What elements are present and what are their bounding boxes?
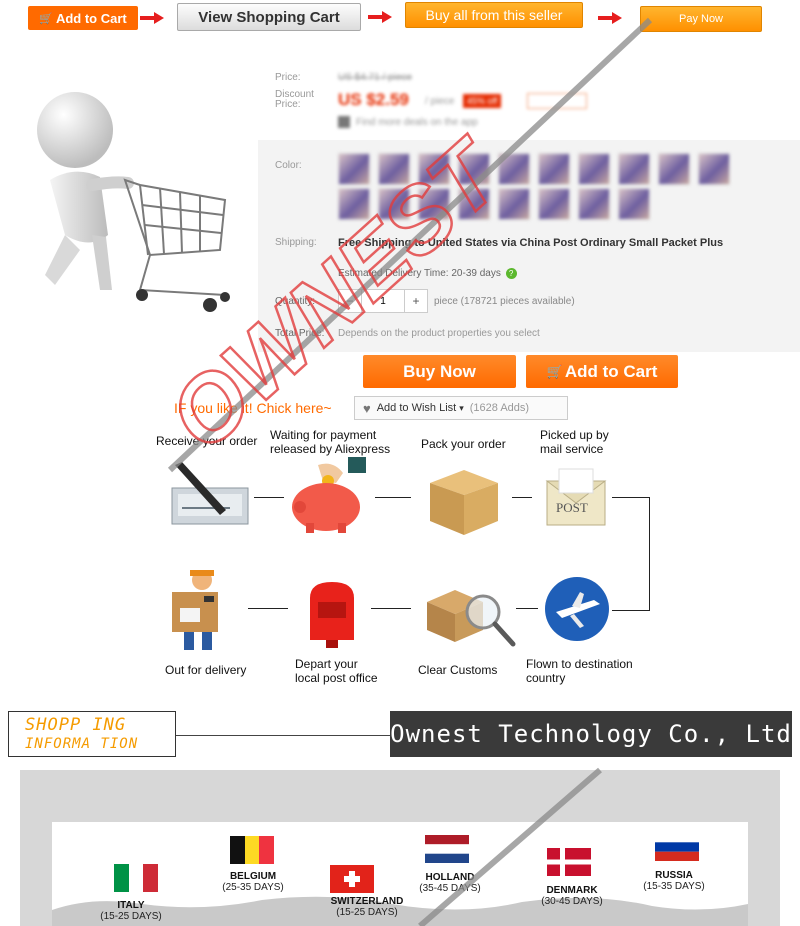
add-to-cart-step-button[interactable]: 🛒 Add to Cart: [28, 6, 138, 30]
divider-line: [176, 735, 390, 736]
post-label: POST: [556, 500, 588, 515]
color-swatch[interactable]: [618, 188, 650, 220]
right-arrow-icon: [598, 12, 622, 24]
total-price-label: Total Price:: [275, 328, 325, 339]
color-swatch[interactable]: [618, 153, 650, 185]
step-depart-label: Depart your local post office: [295, 657, 378, 685]
app-deals-text: Find more deals on the app: [356, 117, 478, 128]
color-swatch[interactable]: [338, 188, 370, 220]
shipping-method-text: Free Shipping to United States via China…: [338, 237, 724, 249]
step-pack-label: Pack your order: [421, 437, 506, 451]
post-envelope-icon: [545, 468, 607, 526]
quantity-stepper: − 1 +: [338, 289, 428, 313]
step-flown-label: Flown to destination country: [526, 657, 633, 685]
color-swatch[interactable]: [578, 153, 610, 185]
pieces-available-text: piece (178721 pieces available): [434, 296, 575, 307]
color-swatch[interactable]: [378, 153, 410, 185]
original-price: US $4.71 / piece: [338, 72, 412, 83]
total-price-text: Depends on the product properties you se…: [338, 328, 540, 339]
shipping-label: Shipping:: [275, 237, 317, 248]
right-arrow-icon: [368, 11, 392, 23]
piggy-bank-icon: [292, 457, 366, 533]
country-label-italy: ITALY(15-25 DAYS): [100, 900, 162, 922]
country-label-belgium: BELGIUM(25-35 DAYS): [222, 871, 284, 893]
country-label-switzerland: SWITZERLAND(15-25 DAYS): [330, 896, 404, 918]
color-swatch[interactable]: [498, 153, 530, 185]
per-piece-text: / piece: [425, 96, 455, 107]
step-out-for-delivery-label: Out for delivery: [165, 663, 247, 677]
holland-flag-icon: [425, 835, 469, 863]
flow-arrow: [516, 608, 538, 609]
right-arrow-icon: [140, 12, 164, 24]
company-banner: Ownest Technology Co., Ltd: [390, 711, 792, 757]
country-label-russia: RUSSIA(15-35 DAYS): [643, 870, 705, 892]
color-swatch[interactable]: [658, 153, 690, 185]
denmark-flag-icon: [547, 848, 591, 876]
flow-arrow: [254, 497, 284, 498]
buy-all-from-seller-step-button[interactable]: Buy all from this seller: [405, 2, 583, 28]
step-clear-customs-label: Clear Customs: [418, 663, 498, 677]
color-swatch[interactable]: [418, 188, 450, 220]
color-swatch[interactable]: [698, 153, 730, 185]
step-picked-up-label: Picked up by mail service: [540, 428, 609, 456]
pay-now-step-button[interactable]: Pay Now: [640, 6, 762, 32]
color-swatch[interactable]: [578, 188, 610, 220]
color-swatch[interactable]: [418, 153, 450, 185]
airplane-globe-icon: [545, 577, 609, 641]
color-swatch[interactable]: [538, 188, 570, 220]
country-label-denmark: DENMARK(30-45 DAYS): [541, 885, 603, 907]
delivery-man-icon: [172, 570, 218, 650]
step-waiting-label: Waiting for payment released by Aliexpre…: [270, 428, 391, 456]
color-swatch[interactable]: [538, 153, 570, 185]
discount-badge: 45% off: [463, 94, 502, 108]
cart-icon: 🛒: [39, 12, 53, 25]
quantity-label: Quantity:: [275, 296, 316, 307]
help-icon[interactable]: ?: [505, 268, 517, 279]
color-swatch[interactable]: [378, 188, 410, 220]
flow-connector: [612, 497, 650, 611]
cart-icon: 🛒: [546, 363, 563, 379]
qr-code-icon: [338, 116, 350, 128]
flow-arrow: [248, 608, 288, 609]
flow-arrow: [375, 497, 411, 498]
view-shopping-cart-step-button[interactable]: View Shopping Cart: [177, 3, 361, 31]
color-swatch[interactable]: [498, 188, 530, 220]
customs-magnifier-icon: [427, 590, 516, 647]
color-swatch[interactable]: [458, 188, 490, 220]
switzerland-flag-icon: [330, 865, 374, 893]
cart-person-illustration: [37, 92, 230, 312]
russia-flag-icon: [655, 833, 699, 861]
buy-now-button[interactable]: Buy Now: [363, 355, 516, 388]
flow-arrow: [512, 497, 532, 498]
italy-flag-icon: [114, 864, 158, 892]
color-label: Color:: [275, 160, 302, 171]
post-office-mailbox-icon: [310, 582, 354, 648]
add-to-wishlist-button[interactable]: ♥ Add to Wish List ▾ (1628 Adds): [354, 396, 568, 420]
coupon-tag: [527, 93, 587, 109]
discount-price: US $2.59: [338, 90, 409, 109]
color-swatch[interactable]: [458, 153, 490, 185]
shopping-information-box: SHOPP ING INFORMA TION: [8, 711, 176, 757]
color-swatch[interactable]: [338, 153, 370, 185]
add-to-cart-button[interactable]: 🛒 Add to Cart: [526, 355, 678, 388]
price-label: Price:: [275, 72, 301, 83]
flow-arrow: [371, 608, 411, 609]
quantity-increase-button[interactable]: +: [404, 290, 427, 312]
step-receive-label: Receive your order: [156, 434, 258, 448]
chevron-down-icon: ▾: [459, 402, 464, 413]
delivery-time-text: Estimated Delivery Time: 20-39 days ?: [338, 268, 517, 279]
belgium-flag-icon: [230, 836, 274, 864]
if-you-like-text: IF you like it! Chick here~: [174, 400, 332, 416]
discount-price-label: Discount Price:: [275, 89, 314, 110]
quantity-input[interactable]: 1: [380, 295, 386, 307]
country-label-holland: HOLLAND(35-45 DAYS): [419, 872, 481, 894]
quantity-decrease-button[interactable]: −: [339, 290, 362, 312]
receive-order-icon: [171, 462, 249, 525]
heart-icon: ♥: [363, 400, 371, 416]
package-box-icon: [430, 470, 498, 535]
